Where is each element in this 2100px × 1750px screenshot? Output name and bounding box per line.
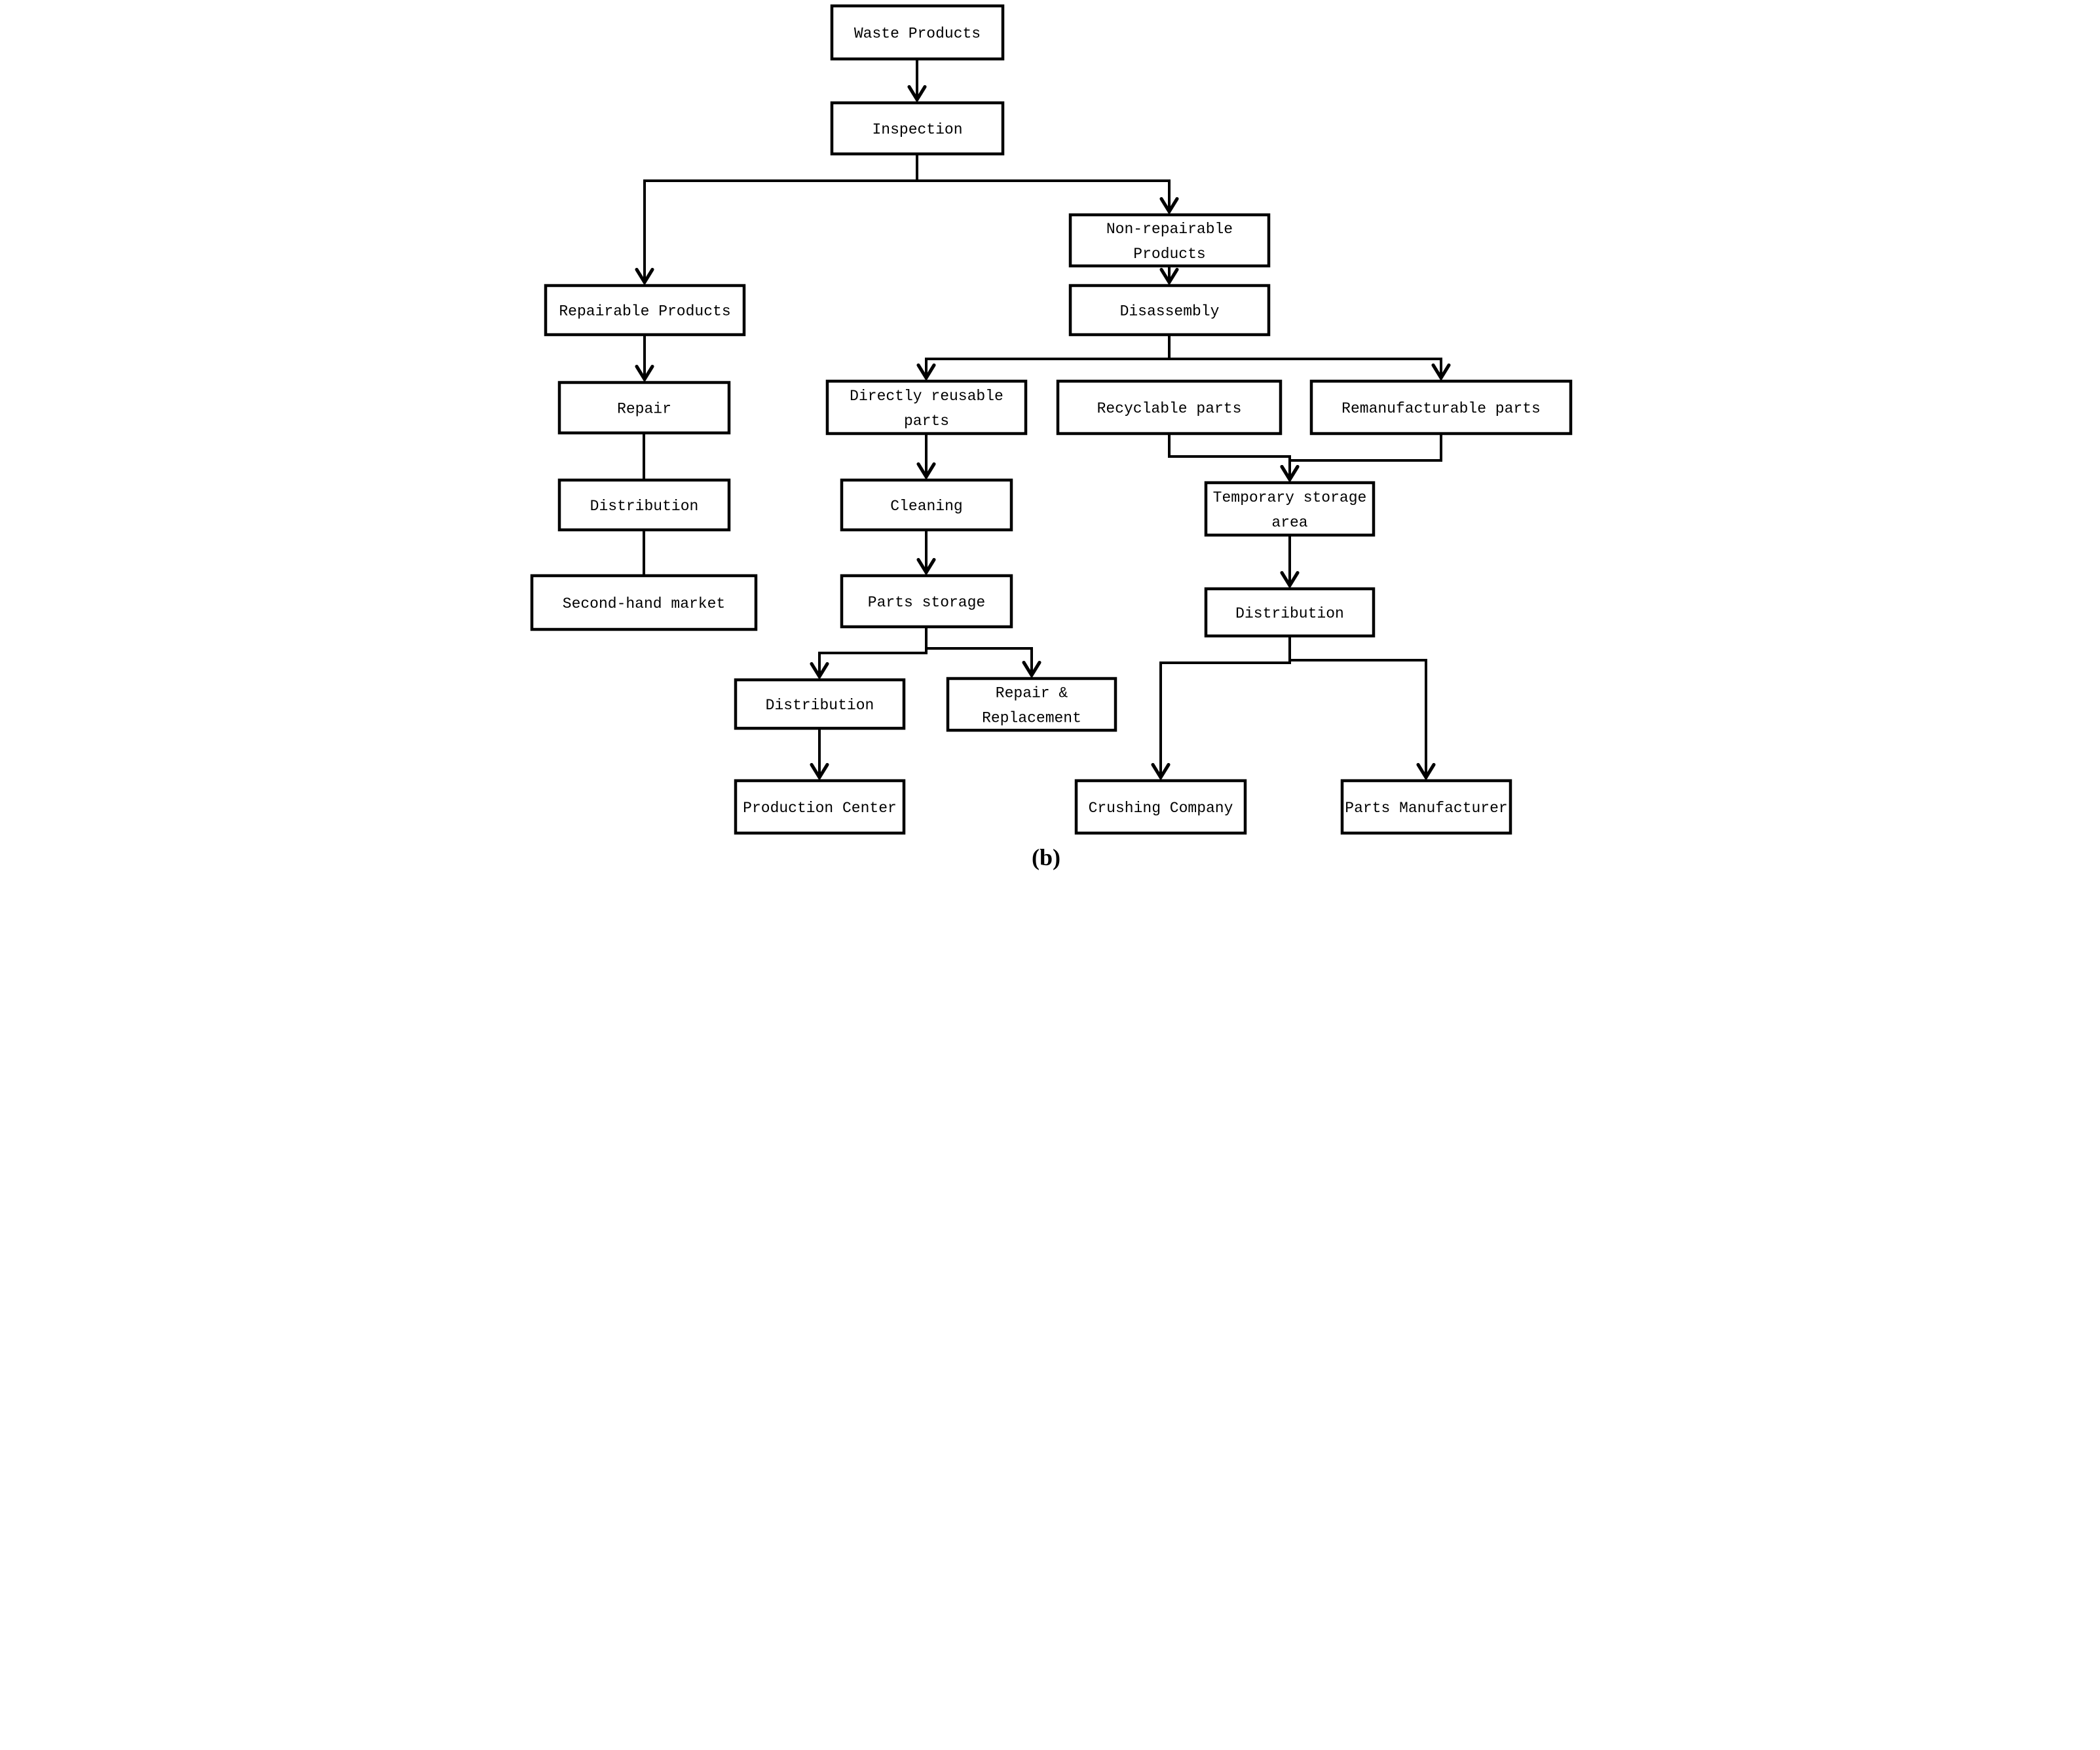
edge-distribution-right-to-parts-manufacturer	[1288, 636, 1436, 781]
node-box-crushing	[1074, 779, 1247, 835]
node-box-cleaning	[840, 478, 1013, 532]
node-box-distribution-right	[1204, 587, 1375, 638]
node-repairable: Repairable Products	[544, 284, 745, 337]
node-box-secondhand	[530, 574, 757, 631]
node-box-remanufacturable	[1309, 379, 1572, 436]
edge-disassembly-to-remanufacturable	[1167, 335, 1451, 381]
node-box-repairable	[544, 284, 745, 337]
node-box-inspection	[830, 101, 1004, 156]
node-label-distribution-left: Distribution	[590, 498, 698, 515]
node-box-waste	[830, 4, 1004, 61]
node-label-parts-storage: Parts storage	[867, 594, 984, 611]
node-label-production-center: Production Center	[743, 800, 897, 817]
node-label-waste: Waste Products	[853, 26, 980, 43]
node-label-repair-replacement: Repair &Replacement	[982, 685, 1081, 727]
node-label-remanufacturable: Remanufacturable parts	[1341, 400, 1541, 417]
node-label-repairable: Repairable Products	[559, 303, 730, 320]
edge-inspection-to-nonrepairable	[915, 154, 1179, 215]
node-label-inspection: Inspection	[872, 121, 962, 138]
node-label-distribution-mid: Distribution	[765, 697, 874, 714]
node-crushing: Crushing Company	[1074, 779, 1247, 835]
edge-parts-storage-to-repair-replacement	[924, 627, 1041, 679]
node-box-distribution-left	[557, 478, 730, 532]
node-box-distribution-mid	[734, 678, 905, 730]
node-repair-replacement: Repair &Replacement	[946, 677, 1117, 732]
edge-distribution-right-to-crushing	[1150, 636, 1291, 781]
node-disassembly: Disassembly	[1068, 284, 1270, 337]
node-remanufacturable: Remanufacturable parts	[1309, 379, 1572, 436]
node-label-cleaning: Cleaning	[890, 498, 962, 515]
node-distribution-right: Distribution	[1204, 587, 1375, 638]
node-cleaning: Cleaning	[840, 478, 1013, 532]
node-label-recyclable: Recyclable parts	[1097, 400, 1241, 417]
node-box-repair	[557, 381, 730, 435]
edge-disassembly-to-directly-reusable	[916, 335, 1171, 381]
node-box-parts-storage	[840, 574, 1013, 629]
node-parts-manufacturer: Parts Manufacturer	[1340, 779, 1512, 835]
node-label-distribution-right: Distribution	[1235, 605, 1344, 622]
node-label-parts-manufacturer: Parts Manufacturer	[1345, 800, 1507, 817]
node-box-temp-storage	[1204, 481, 1375, 537]
node-label-repair: Repair	[617, 401, 671, 418]
node-box-nonrepairable	[1068, 213, 1270, 268]
node-distribution-mid: Distribution	[734, 678, 905, 730]
node-inspection: Inspection	[830, 101, 1004, 156]
edge-recyclable-to-temp-storage	[1167, 434, 1300, 483]
node-label-crushing: Crushing Company	[1088, 800, 1233, 817]
edge-remanufacturable-to-temp-storage	[1279, 434, 1442, 483]
node-box-directly-reusable	[825, 379, 1027, 436]
node-parts-storage: Parts storage	[840, 574, 1013, 629]
node-box-production-center	[734, 779, 905, 835]
node-box-disassembly	[1068, 284, 1270, 337]
node-production-center: Production Center	[734, 779, 905, 835]
node-label-secondhand: Second-hand market	[562, 595, 724, 612]
figure-caption: (b)	[1032, 844, 1060, 870]
node-waste: Waste Products	[830, 4, 1004, 61]
node-box-repair-replacement	[946, 677, 1117, 732]
node-box-parts-manufacturer	[1340, 779, 1512, 835]
node-recyclable: Recyclable parts	[1056, 379, 1282, 436]
edges-layer	[634, 59, 1451, 781]
node-distribution-left: Distribution	[557, 478, 730, 532]
node-box-recyclable	[1056, 379, 1282, 436]
node-label-disassembly: Disassembly	[1119, 303, 1219, 320]
edge-parts-storage-to-distribution-mid	[809, 627, 928, 680]
node-repair: Repair	[557, 381, 730, 435]
edge-inspection-to-repairable	[634, 154, 918, 286]
node-secondhand: Second-hand market	[530, 574, 757, 631]
